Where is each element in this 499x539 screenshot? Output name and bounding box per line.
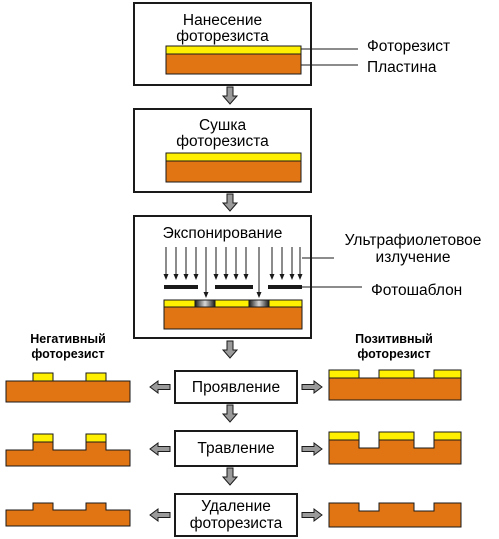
step-dry-title: Сушка фоторезиста [176, 117, 269, 150]
positive-strip [328, 502, 462, 528]
arrow-down-1 [221, 86, 239, 105]
arrow-down-2 [221, 193, 239, 212]
arrow-left-etch [149, 442, 171, 456]
step-strip: Удаление фоторезиста [174, 493, 298, 537]
pos-dev-resist-3 [433, 369, 462, 379]
label-negative-resist: Негативный фоторезист [30, 332, 106, 361]
neg-dev-wafer [5, 380, 131, 403]
pos-etch-resist-3 [433, 431, 462, 441]
arrow-down-4 [221, 404, 239, 423]
arrow-right-strip [301, 508, 323, 522]
positive-etch [328, 431, 462, 465]
pos-etch-resist-1 [328, 431, 360, 441]
pos-strip-wafer [328, 502, 462, 528]
pos-dev-resist-2 [378, 369, 415, 379]
label-photomask: Фотошаблон [371, 282, 463, 299]
step-coat-title: Нанесение фоторезиста [176, 12, 269, 45]
pos-dev-resist-1 [328, 369, 360, 379]
arrow-down-5 [221, 467, 239, 486]
step-expose-box: Экспонирование [133, 215, 312, 339]
negative-develop [5, 372, 131, 403]
negative-strip [5, 502, 131, 527]
neg-dev-resist-2 [85, 372, 107, 382]
neg-dev-resist-1 [32, 372, 54, 382]
arrow-right-etch [301, 442, 323, 456]
negative-etch [5, 433, 131, 467]
pos-etch-resist-2 [378, 431, 415, 441]
arrow-left-develop [149, 380, 171, 394]
step-dry-box: Сушка фоторезиста [133, 108, 312, 193]
pos-dev-wafer [328, 377, 462, 401]
neg-etch-wafer [5, 441, 131, 467]
arrow-right-develop [301, 380, 323, 394]
neg-etch-resist-2 [85, 433, 107, 443]
neg-etch-resist-1 [32, 433, 54, 443]
label-wafer: Пластина [367, 59, 437, 76]
step-expose-title: Экспонирование [162, 225, 283, 242]
arrow-left-strip [149, 508, 171, 522]
neg-strip-wafer [5, 502, 131, 527]
label-uv: Ультрафиолетовое излучение [344, 232, 482, 266]
step-develop: Проявление [174, 370, 298, 404]
positive-develop [328, 369, 462, 401]
pos-etch-wafer [328, 439, 462, 465]
step-coat-box: Нанесение фоторезиста [133, 2, 312, 86]
label-positive-resist: Позитивный фоторезист [355, 332, 433, 361]
step-etch: Травление [174, 430, 298, 467]
label-photoresist: Фоторезист [367, 38, 451, 55]
arrow-down-3 [221, 340, 239, 359]
